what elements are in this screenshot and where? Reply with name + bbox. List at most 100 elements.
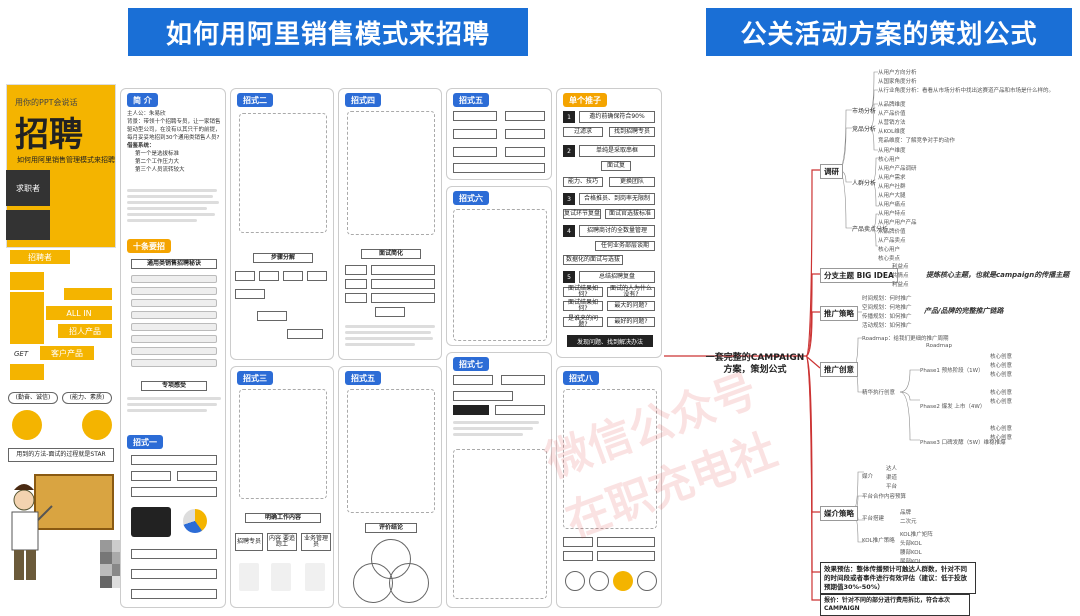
creative-leaf: 创意 bbox=[884, 390, 896, 396]
text-line bbox=[127, 195, 213, 198]
step-box bbox=[259, 271, 279, 281]
text-line bbox=[453, 433, 523, 436]
capsule-honest: (勤奋、诚信) bbox=[8, 392, 58, 404]
recruiter-box: 招聘者 bbox=[10, 250, 70, 264]
get-label: GET bbox=[14, 350, 29, 358]
recruit-step-10: 面试官选拔标准 bbox=[605, 209, 655, 219]
work-manager: 业务管理员 bbox=[301, 533, 331, 551]
media-leaf: 腰部KOL bbox=[900, 550, 922, 556]
recruit-step-2: 过滤求 bbox=[563, 127, 603, 137]
flow-box bbox=[131, 455, 217, 465]
recruit-step-1: 邀约前确保符合90% bbox=[579, 111, 655, 123]
step-box bbox=[375, 307, 405, 317]
text-line bbox=[127, 409, 207, 412]
rule-row bbox=[131, 359, 217, 367]
job-seeker-label: 求职者 bbox=[16, 183, 40, 193]
step-box bbox=[345, 279, 367, 289]
node-big-idea: 分支主题 BIG IDEA bbox=[820, 268, 898, 283]
recruit-step-6: 能力、技巧 bbox=[563, 177, 603, 187]
flow-box bbox=[505, 147, 545, 157]
research-group-market: 市场分析 bbox=[852, 108, 877, 115]
recruit-step-15: 面试结果如何? bbox=[563, 285, 603, 298]
poster-subtitle: 如何用阿里销售管理模式来招聘 bbox=[17, 156, 115, 164]
text-block bbox=[271, 563, 291, 591]
step-box bbox=[283, 271, 303, 281]
steps-title: 通用类销售招聘秘诀 bbox=[131, 259, 217, 269]
step-box bbox=[345, 293, 367, 303]
node-promo-strategy: 推广策略 bbox=[820, 306, 858, 321]
media-leaf: 头部KOL bbox=[900, 541, 922, 547]
circle-node bbox=[637, 571, 657, 591]
dark-flow-box bbox=[453, 405, 489, 415]
pie-icon bbox=[183, 509, 207, 533]
recruit-step-3: 找到招聘专员 bbox=[609, 127, 655, 137]
move-four-header: 招式四 bbox=[345, 93, 381, 107]
intro-line: 第三个人员流转较大 bbox=[135, 166, 185, 173]
research-leaf: 从用户大腿 bbox=[878, 193, 906, 199]
right-title-banner: 公关活动方案的策划公式 bbox=[706, 8, 1072, 56]
yellow-circle bbox=[12, 410, 42, 440]
flow-box bbox=[597, 537, 655, 547]
recruit-step-7: 更换团队 bbox=[609, 177, 655, 187]
teacher-illustration bbox=[11, 484, 53, 580]
research-leaf: 从用户方向分析 bbox=[878, 70, 917, 76]
move-eight-card: 招式八 bbox=[556, 366, 662, 608]
promo-leaf: 活动规划：如何推广 bbox=[862, 323, 912, 329]
step-box bbox=[371, 279, 435, 289]
move-five-top-card: 招式五 bbox=[446, 88, 552, 180]
circle-node bbox=[589, 571, 609, 591]
step-breakdown-box: 步骤分解 bbox=[253, 253, 313, 263]
single-push-card: 单个推子 1 邀约前确保符合90% 过滤求 找到招聘专员 2 单纯是采取串框 面… bbox=[556, 88, 662, 358]
mindmap-center: 一套完整的CAMPAIGN方案，策划公式 bbox=[705, 353, 805, 376]
recruit-step-18: 最大的问题? bbox=[607, 301, 655, 311]
rule-row bbox=[131, 347, 217, 355]
text-line bbox=[127, 219, 197, 222]
promo-leaf: 空间规划：何地推广 bbox=[862, 305, 912, 311]
evaluation-box: 评价结论 bbox=[365, 523, 417, 533]
rule-row bbox=[131, 335, 217, 343]
recruit-step-20: 最好的问题? bbox=[607, 317, 655, 327]
flow-box bbox=[597, 551, 655, 561]
bigidea-leaf: 利益点 bbox=[892, 264, 909, 270]
flow-box bbox=[131, 589, 217, 599]
mosaic-tile bbox=[100, 576, 112, 588]
work-tracking: 内容 要追踪工 bbox=[267, 533, 297, 551]
capsule-ability: (能力、素质) bbox=[62, 392, 112, 404]
flow-box bbox=[453, 111, 497, 121]
creative-leaf: 核心创意 bbox=[990, 372, 1013, 378]
step-box bbox=[235, 289, 265, 299]
node-research: 调研 bbox=[820, 164, 843, 179]
media-leaf: 品牌 bbox=[900, 510, 912, 516]
recruit-step-14: 总结招聘复盘 bbox=[579, 271, 655, 283]
promo-leaf: 时间规划：何时推广 bbox=[862, 296, 912, 302]
research-leaf: 从用户特点 bbox=[878, 211, 906, 217]
research-leaf: 从国家角度分析 bbox=[878, 79, 917, 85]
media-leaf: 平台合作内容预算 bbox=[862, 494, 907, 500]
rule-row bbox=[131, 323, 217, 331]
yellow-bar bbox=[100, 170, 112, 240]
yellow-block bbox=[64, 288, 112, 300]
node-media-strategy: 媒介策略 bbox=[820, 506, 858, 521]
move-three-card: 招式三 明确工作内容 招聘专员 内容 要追踪工 业务管理员 bbox=[230, 366, 334, 608]
flow-box bbox=[501, 375, 545, 385]
bigidea-leaf: 共情点 bbox=[892, 273, 909, 279]
research-leaf: 从产品价值 bbox=[878, 111, 906, 117]
recruit-step-8: 合格推员、到岗率无限制 bbox=[579, 193, 655, 205]
research-leaf: 从用户痛点 bbox=[878, 202, 906, 208]
client-product-label: 客户产品 bbox=[51, 348, 83, 358]
creative-leaf: Phase1 预热阶段（1W） bbox=[920, 368, 984, 374]
text-line bbox=[453, 421, 539, 424]
star-method-bar: 用到的方法-面试的过程就是STAR bbox=[8, 448, 114, 462]
flow-box bbox=[453, 375, 493, 385]
sketch-illustration bbox=[453, 209, 547, 341]
feelings-title: 专项感受 bbox=[141, 381, 207, 391]
rule-row bbox=[131, 311, 217, 319]
flow-box bbox=[453, 147, 497, 157]
text-line bbox=[345, 337, 433, 340]
venn-circle bbox=[389, 563, 429, 603]
research-leaf: 核心用户 bbox=[878, 247, 901, 253]
flow-box bbox=[563, 551, 593, 561]
text-line bbox=[127, 207, 207, 210]
mosaic-tile bbox=[100, 540, 112, 552]
